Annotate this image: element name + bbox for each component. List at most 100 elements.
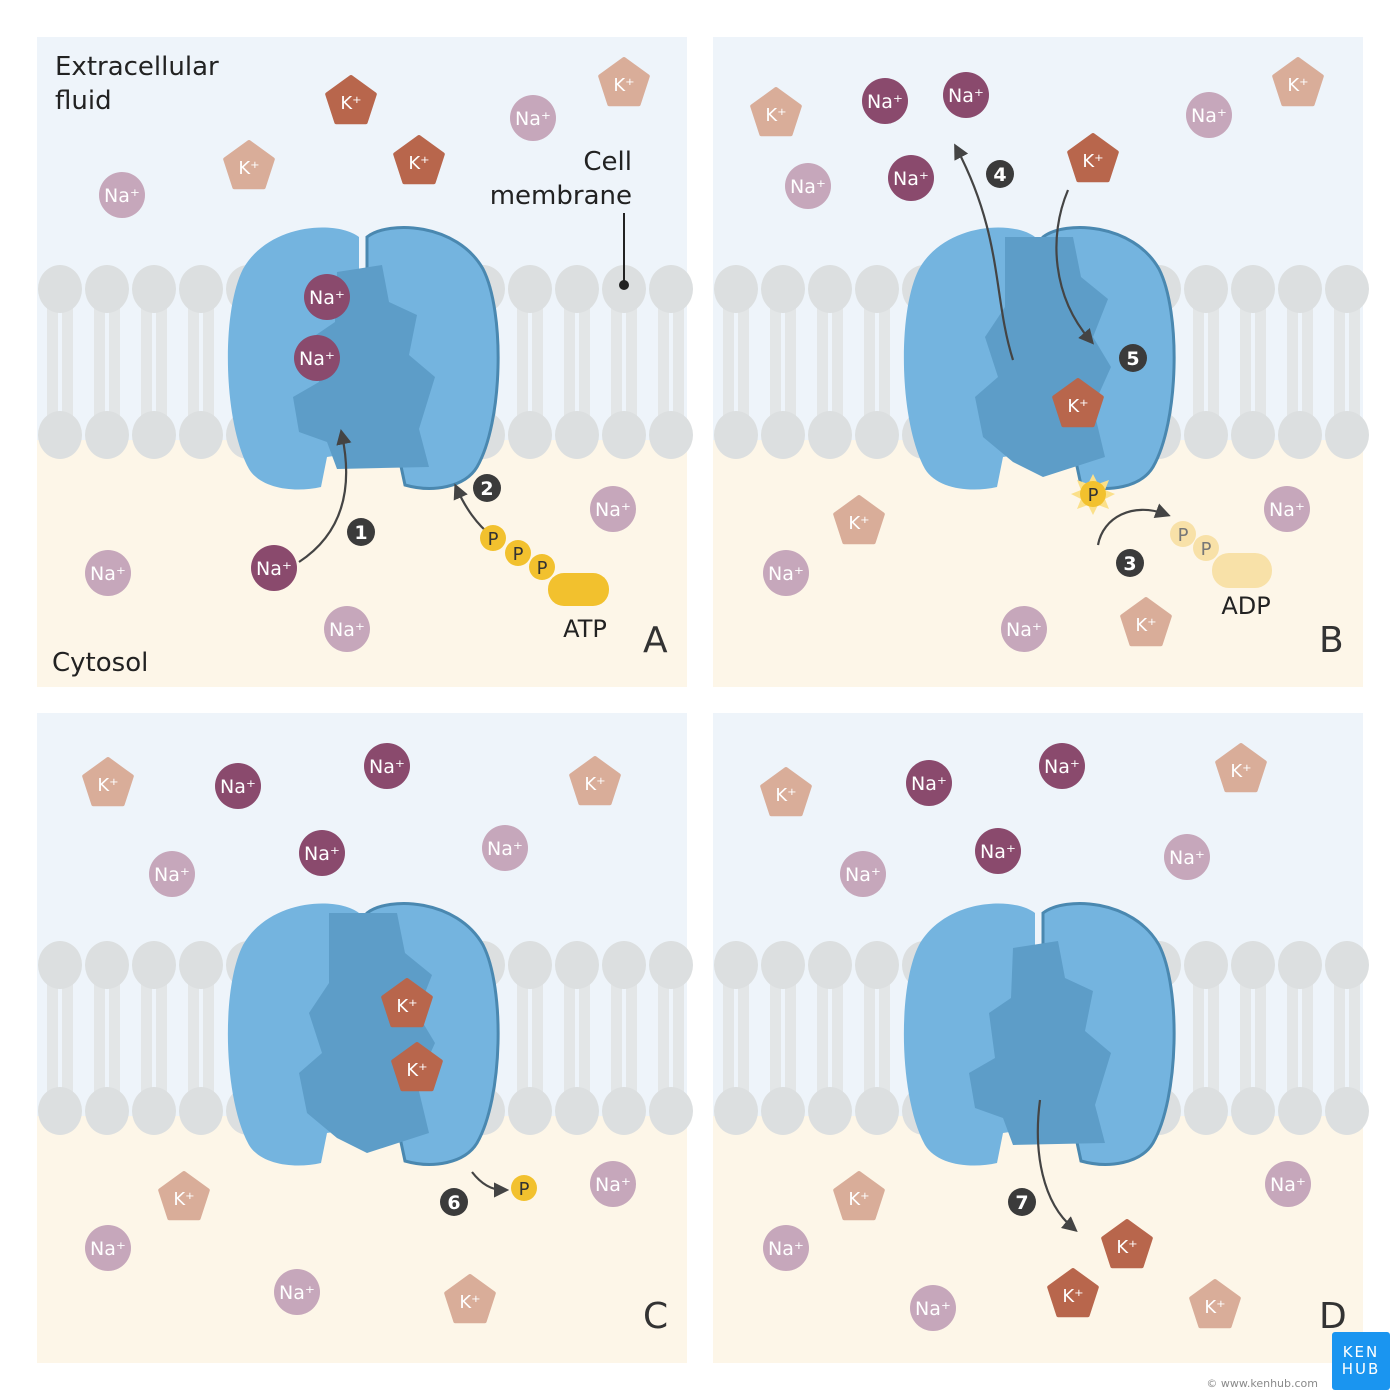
step-badge: 7 — [1008, 1188, 1036, 1216]
lipid-tail — [673, 299, 684, 369]
adp-adenosine — [1212, 553, 1272, 588]
potassium-ion: K⁺ — [391, 1042, 443, 1092]
lipid-head — [855, 411, 899, 459]
lipid-tail — [817, 1031, 828, 1101]
lipid-head — [808, 1087, 852, 1135]
sodium-ion: Na⁺ — [888, 155, 934, 201]
lipid-tail — [785, 1031, 796, 1101]
lipid-head — [179, 941, 223, 989]
lipid-tail — [723, 299, 734, 369]
lipid-tail — [47, 1031, 58, 1101]
lipid-tail — [532, 975, 543, 1045]
sodium-ion: Na⁺ — [590, 1161, 636, 1207]
panel-a: K⁺K⁺K⁺K⁺Na⁺Na⁺Na⁺Na⁺Na⁺Na⁺Na⁺Na⁺A12PPPAT… — [37, 37, 693, 687]
lipid-tail — [673, 1031, 684, 1101]
lipid-tail — [532, 299, 543, 369]
lipid-tail — [94, 975, 105, 1045]
lipid-head — [602, 941, 646, 989]
lipid-tail — [94, 1031, 105, 1101]
lipid-tail — [738, 299, 749, 369]
lipid-head — [85, 1087, 129, 1135]
potassium-ion-pentagon — [1067, 133, 1119, 183]
sodium-ion-circle — [1264, 486, 1310, 532]
lipid-tail — [1349, 1031, 1360, 1101]
cytosol-region — [37, 1116, 687, 1363]
lipid-tail — [109, 1031, 120, 1101]
sodium-ion: Na⁺ — [1001, 606, 1047, 652]
lipid-tail — [1302, 975, 1313, 1045]
sodium-ion-circle — [85, 550, 131, 596]
sodium-ion-circle — [943, 72, 989, 118]
sodium-ion: Na⁺ — [510, 95, 556, 141]
lipid-head — [1325, 941, 1369, 989]
lipid-tail — [770, 1031, 781, 1101]
logo-line-2: HUB — [1341, 1360, 1381, 1378]
step-badge-circle — [1008, 1188, 1036, 1216]
lipid-head — [179, 1087, 223, 1135]
sodium-ion: Na⁺ — [910, 1285, 956, 1331]
potassium-ion-label: K⁺ — [173, 1189, 194, 1210]
sodium-ion-label: Na⁺ — [90, 1238, 126, 1260]
potassium-ion-label: K⁺ — [1230, 761, 1251, 782]
panel-b: K⁺Na⁺Na⁺Na⁺Na⁺K⁺Na⁺K⁺K⁺K⁺Na⁺Na⁺K⁺Na⁺BP45… — [713, 37, 1369, 687]
lipid-tail — [1193, 355, 1204, 425]
lipid-tail — [1208, 355, 1219, 425]
potassium-ion: K⁺ — [598, 57, 650, 107]
sodium-ion-label: Na⁺ — [104, 185, 140, 207]
potassium-ion: K⁺ — [1052, 378, 1104, 428]
lipid-tail — [532, 1031, 543, 1101]
lipid-tail — [832, 975, 843, 1045]
potassium-ion-pentagon — [393, 135, 445, 185]
sodium-ion-label: Na⁺ — [867, 91, 903, 113]
potassium-ion-label: K⁺ — [1204, 1297, 1225, 1318]
sodium-ion-label: Na⁺ — [309, 287, 345, 309]
sodium-ion: Na⁺ — [299, 830, 345, 876]
lipid-tail — [1240, 1031, 1251, 1101]
lipid-head — [1325, 265, 1369, 313]
potassium-ion-pentagon — [750, 87, 802, 137]
lipid-tail — [156, 299, 167, 369]
lipid-tail — [564, 299, 575, 369]
lipid-head — [132, 1087, 176, 1135]
lipid-tail — [1334, 355, 1345, 425]
lipid-head — [761, 411, 805, 459]
sodium-ion-circle — [862, 78, 908, 124]
lipid-tail — [611, 299, 622, 369]
phosphate-circle — [529, 554, 555, 580]
lipid-tail — [141, 299, 152, 369]
sodium-ion-circle — [888, 155, 934, 201]
panel-letter: B — [1319, 620, 1344, 661]
phosphate-label: P — [513, 544, 524, 565]
sodium-ion-label: Na⁺ — [299, 348, 335, 370]
potassium-ion: K⁺ — [444, 1274, 496, 1324]
lipid-tail — [1334, 975, 1345, 1045]
lipid-tail — [1287, 1031, 1298, 1101]
lipid-tail — [1208, 299, 1219, 369]
lipid-tail — [188, 975, 199, 1045]
kenhub-logo[interactable]: KEN HUB — [1332, 1332, 1390, 1390]
cell-membrane-label: Cell — [583, 147, 632, 177]
potassium-ion-label: K⁺ — [340, 93, 361, 114]
sodium-ion-circle — [274, 1269, 320, 1315]
lipid-head — [714, 265, 758, 313]
step-badge-circle — [1119, 344, 1147, 372]
phosphate-circle — [505, 540, 531, 566]
step-badge: 5 — [1119, 344, 1147, 372]
lipid-tail — [62, 975, 73, 1045]
sodium-ion-circle — [975, 828, 1021, 874]
lipid-head — [85, 265, 129, 313]
potassium-ion-label: K⁺ — [613, 75, 634, 96]
sodium-ion-label: Na⁺ — [1169, 847, 1205, 869]
pump-binding-channel — [969, 941, 1111, 1145]
lipid-tail — [517, 299, 528, 369]
cell-membrane-label: membrane — [490, 181, 632, 211]
lipid-tail — [579, 975, 590, 1045]
potassium-ion-pentagon — [325, 75, 377, 125]
phosphate-group: P — [1080, 481, 1106, 507]
sodium-ion: Na⁺ — [294, 335, 340, 381]
lipid-tail — [564, 355, 575, 425]
potassium-ion-pentagon — [158, 1171, 210, 1221]
arrow — [1055, 189, 1095, 345]
lipid-head — [1184, 411, 1228, 459]
sodium-ion: Na⁺ — [304, 274, 350, 320]
